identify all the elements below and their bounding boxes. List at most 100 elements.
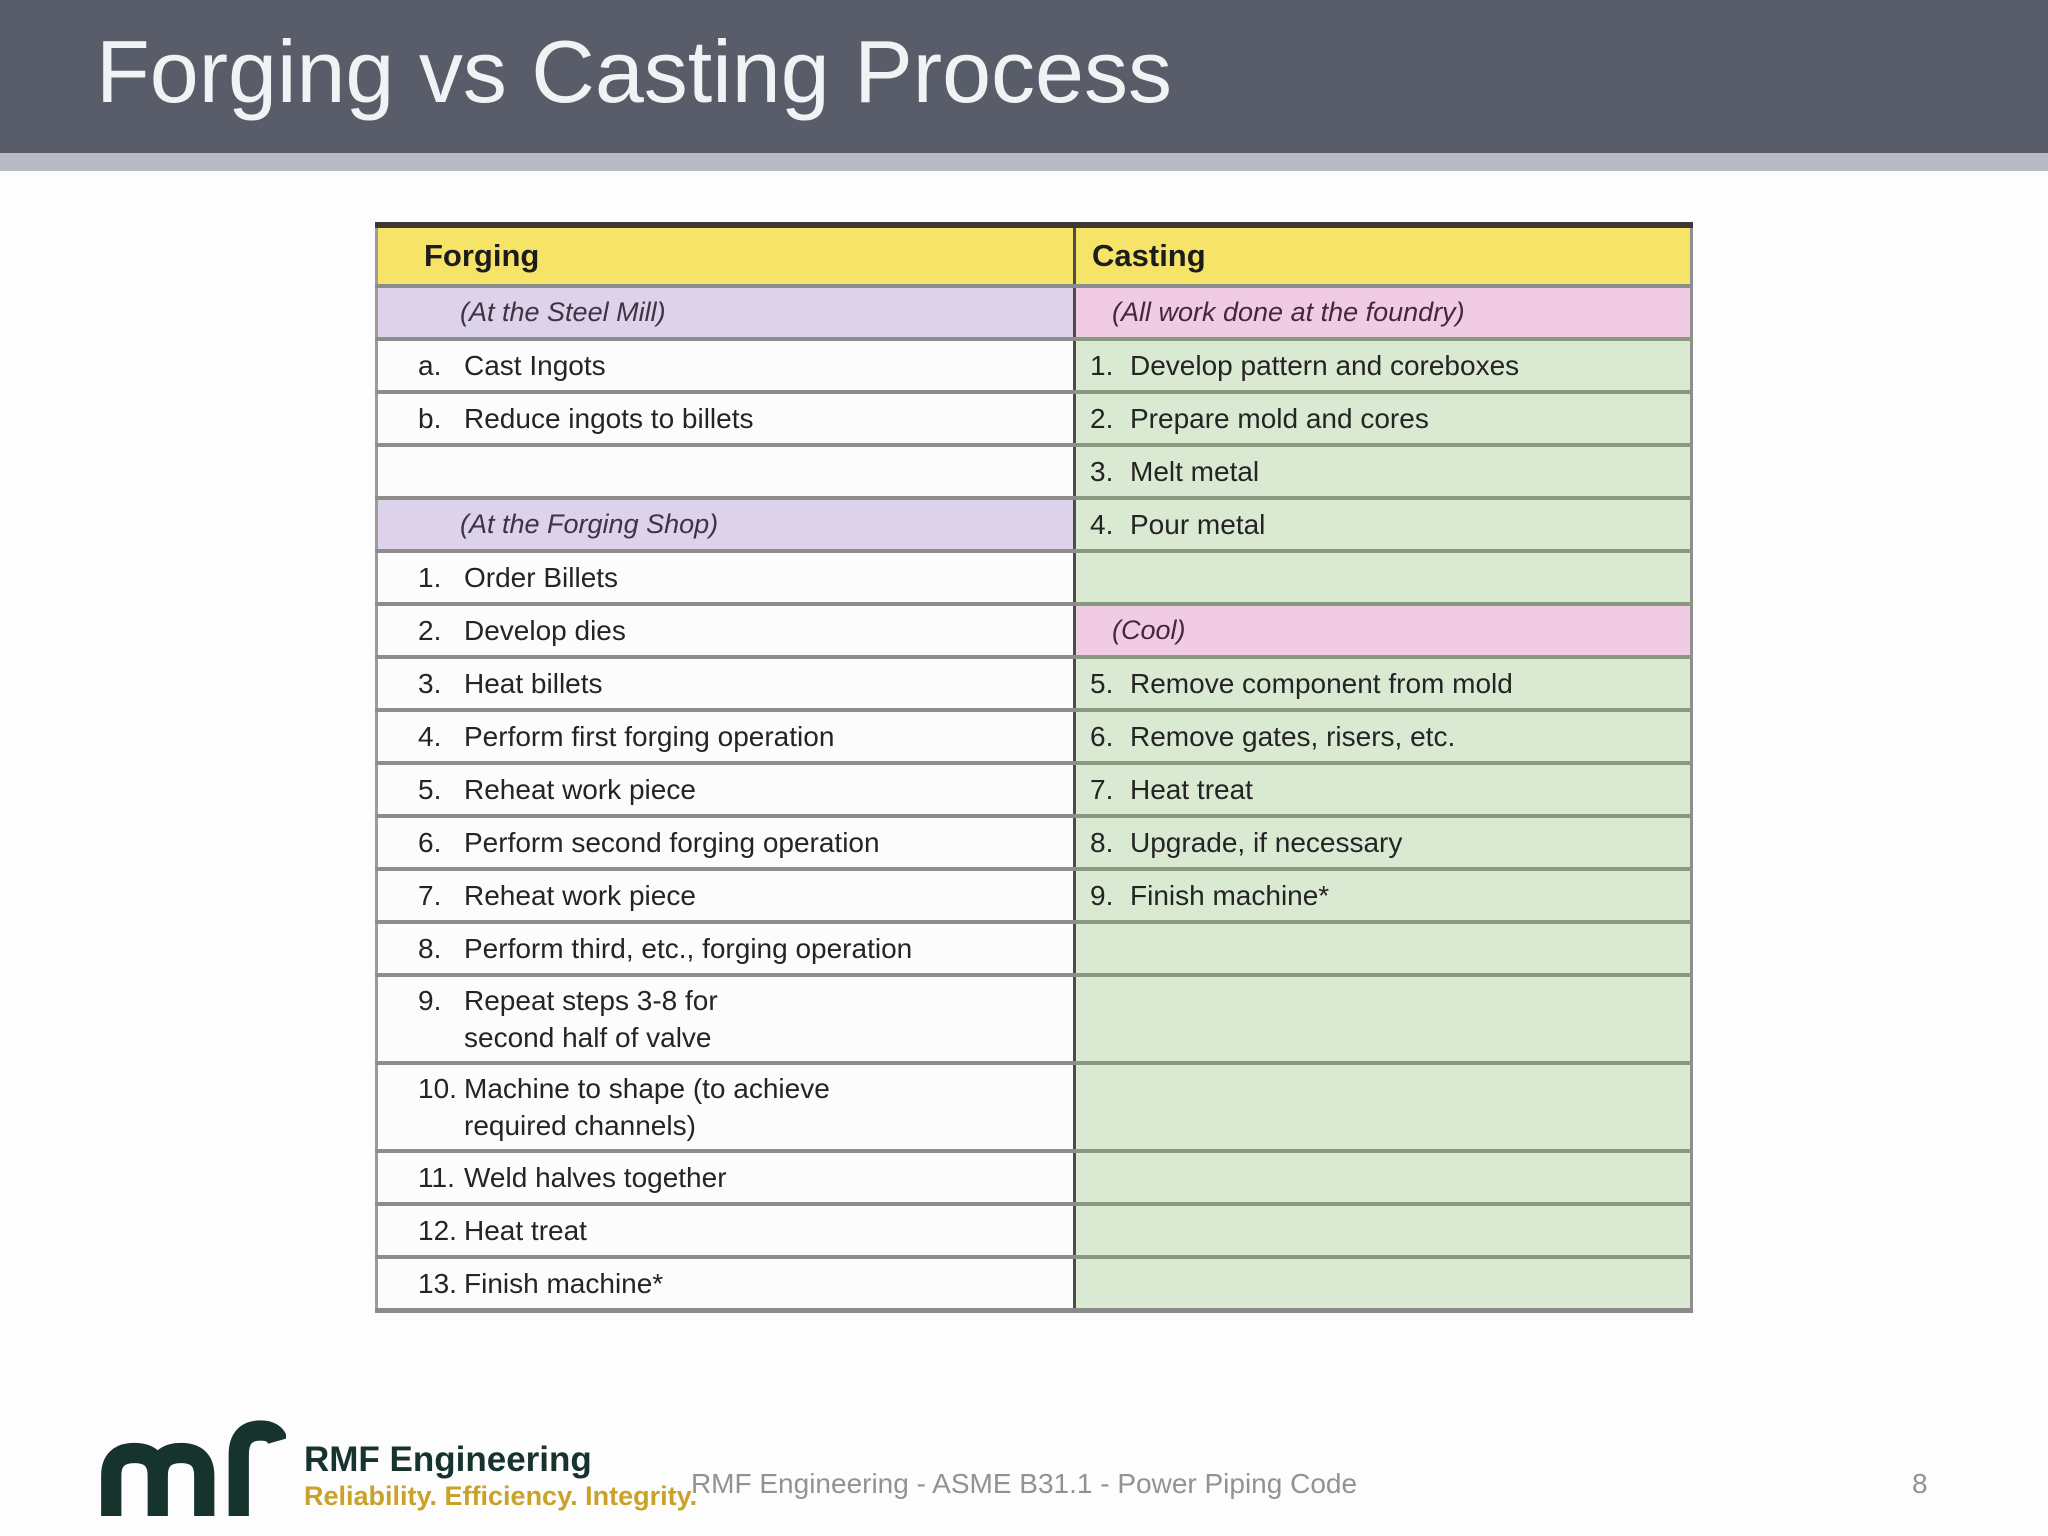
right-cell-item: 3.Melt metal xyxy=(1074,445,1692,500)
table-row: (At the Forging Shop)4.Pour metal xyxy=(376,498,1692,553)
left-cell-label: (At the Forging Shop) xyxy=(376,498,1076,553)
title-accent-strip xyxy=(0,153,2048,171)
item-marker: 9. xyxy=(418,985,442,1016)
table-row: 4. Perform first forging operation 6. Remov… xyxy=(376,710,1692,765)
item-marker: 2. xyxy=(418,615,442,646)
right-cell-label: (Cool) xyxy=(1074,604,1692,659)
left-cell-item: 2. Develop dies xyxy=(376,604,1076,659)
left-cell-item: a.Cast Ingots xyxy=(376,339,1076,394)
left-cell-item: b. Reduce ingots to billets xyxy=(376,392,1076,447)
item-marker: 12. xyxy=(418,1215,457,1246)
item-marker: 1. xyxy=(1090,350,1114,381)
item-text: Reheat work piece xyxy=(464,774,696,805)
forging-vs-casting-table: Forging Casting (At the Steel Mill)(All … xyxy=(375,222,1693,1313)
right-cell-item: 4.Pour metal xyxy=(1074,498,1692,553)
item-marker: 10. xyxy=(418,1073,457,1104)
right-cell-empty xyxy=(1074,1151,1692,1206)
left-cell-item: 11.Weld halves together xyxy=(376,1151,1076,1206)
title-bar: Forging vs Casting Process xyxy=(0,0,2048,153)
item-marker: 5. xyxy=(1090,668,1114,699)
table-row: 13.Finish machine* xyxy=(376,1257,1692,1312)
item-text: Order Billets xyxy=(464,562,619,593)
right-cell-item: 8. Upgrade, if necessary xyxy=(1074,816,1692,871)
item-text: Reheat work piece xyxy=(464,880,696,911)
right-cell-item: 2. Prepare mold and cores xyxy=(1074,392,1692,447)
item-text: Upgrade, if necessary xyxy=(1130,827,1403,858)
left-cell-item: 12.Heat treat xyxy=(376,1204,1076,1259)
item-marker: 4. xyxy=(418,721,442,752)
right-cell-empty xyxy=(1074,1063,1692,1153)
left-cell-item: 3.Heat billets xyxy=(376,657,1076,712)
item-marker: 7. xyxy=(1090,774,1114,805)
item-marker: 6. xyxy=(1090,721,1114,752)
page-number: 8 xyxy=(1912,1468,1928,1499)
item-text: Remove component from mold xyxy=(1130,668,1513,699)
item-text: Cast Ingots xyxy=(464,350,606,381)
item-marker: b. xyxy=(418,403,442,434)
table-row: 3.Melt metal xyxy=(376,445,1692,500)
item-marker: 9. xyxy=(1090,880,1114,911)
right-cell-empty xyxy=(1074,551,1692,606)
table-row: 9. Repeat steps 3-8 for second half of va… xyxy=(376,975,1692,1065)
item-marker: 8. xyxy=(1090,827,1114,858)
item-text: Perform third, etc., forging operation xyxy=(464,933,913,964)
item-marker: 3. xyxy=(418,668,442,699)
page-title: Forging vs Casting Process xyxy=(96,21,1172,121)
item-text: Prepare mold and cores xyxy=(1130,403,1429,434)
logo-tagline: Reliability. Efficiency. Integrity. xyxy=(304,1481,698,1512)
item-marker: 7. xyxy=(418,880,442,911)
item-marker: 1. xyxy=(418,562,442,593)
right-cell-item: 9. Finish machine* xyxy=(1074,869,1692,924)
left-cell-item: 6.Perform second forging operation xyxy=(376,816,1076,871)
item-marker: 8. xyxy=(418,933,442,964)
item-marker: 2. xyxy=(1090,403,1114,434)
table-row: a.Cast Ingots 1. Develop pattern and coreb… xyxy=(376,339,1692,394)
left-cell-item: 10.Machine to shape (to achieve required… xyxy=(376,1063,1076,1153)
left-cell-item: 5. Reheat work piece xyxy=(376,763,1076,818)
item-text: Repeat steps 3-8 for second half of valv… xyxy=(464,985,718,1053)
item-text: Develop dies xyxy=(464,615,626,646)
table-row: 8. Perform third, etc., forging operation xyxy=(376,922,1692,977)
item-marker: 13. xyxy=(418,1267,457,1299)
item-text: Perform second forging operation xyxy=(464,827,880,858)
left-cell-item: 8. Perform third, etc., forging operation xyxy=(376,922,1076,977)
item-marker: 3. xyxy=(1090,456,1114,487)
right-cell-empty xyxy=(1074,922,1692,977)
item-text: Heat treat xyxy=(1130,774,1253,805)
item-text: Reduce ingots to billets xyxy=(464,403,754,434)
item-text: Finish machine* xyxy=(1130,880,1330,911)
item-text: Develop pattern and coreboxes xyxy=(1130,350,1520,381)
table-row: (At the Steel Mill)(All work done at the… xyxy=(376,286,1692,341)
left-cell-item: 4. Perform first forging operation xyxy=(376,710,1076,765)
left-cell-label: (At the Steel Mill) xyxy=(376,286,1076,341)
right-cell-empty xyxy=(1074,975,1692,1065)
item-text: Heat treat xyxy=(464,1215,587,1246)
process-table-body: (At the Steel Mill)(All work done at the… xyxy=(376,286,1692,1312)
right-cell-empty xyxy=(1074,1204,1692,1259)
table-row: b. Reduce ingots to billets 2. Prepare mold… xyxy=(376,392,1692,447)
table-row: 11.Weld halves together xyxy=(376,1151,1692,1206)
logo-text: RMF Engineering Reliability. Efficiency.… xyxy=(304,1440,697,1516)
left-cell-item: 9. Repeat steps 3-8 for second half of va… xyxy=(376,975,1076,1065)
table-row: 5. Reheat work piece 7. Heat treat xyxy=(376,763,1692,818)
item-text: Remove gates, risers, etc. xyxy=(1130,721,1456,752)
logo-company-name: RMF Engineering xyxy=(304,1440,592,1479)
table-row: 12.Heat treat xyxy=(376,1204,1692,1259)
item-marker: 5. xyxy=(418,774,442,805)
table-row: 2. Develop dies (Cool) xyxy=(376,604,1692,659)
item-text: Weld halves together xyxy=(464,1162,727,1193)
table-row: 3.Heat billets 5. Remove component from mo… xyxy=(376,657,1692,712)
table-row: 1. Order Billets xyxy=(376,551,1692,606)
table-row: 7. Reheat work piece 9. Finish machine* xyxy=(376,869,1692,924)
left-cell-item: 13.Finish machine* xyxy=(376,1257,1076,1312)
item-text: Finish machine* xyxy=(464,1267,664,1299)
item-text: Machine to shape (to achieve required ch… xyxy=(464,1073,830,1141)
item-text: Pour metal xyxy=(1130,509,1266,540)
forging-column-header: Forging xyxy=(376,225,1076,288)
table-row: 6.Perform second forging operation 8. Upgr… xyxy=(376,816,1692,871)
footer-text: RMF Engineering - ASME B31.1 - Power Pip… xyxy=(690,1468,1358,1499)
item-text: Perform first forging operation xyxy=(464,721,835,752)
table-header-row: Forging Casting xyxy=(376,225,1692,288)
casting-column-header: Casting xyxy=(1074,225,1692,288)
